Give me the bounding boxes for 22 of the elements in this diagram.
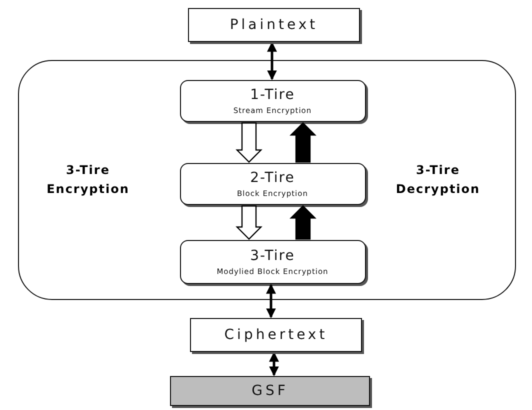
side-label: 3-Tire Encryption xyxy=(46,162,130,198)
node-title: 2-Tire xyxy=(250,170,295,186)
tier-box xyxy=(180,162,366,204)
tier-box xyxy=(180,240,366,284)
double-arrow xyxy=(269,352,279,376)
block-arrow xyxy=(290,205,316,240)
storage-bar xyxy=(170,376,370,406)
block-arrow xyxy=(290,122,316,163)
block-arrow xyxy=(236,205,262,240)
data-box xyxy=(188,8,360,42)
node-title: Plaintext xyxy=(230,17,318,33)
node-title: GSF xyxy=(252,383,288,399)
double-arrow xyxy=(267,42,277,80)
double-arrow xyxy=(266,284,276,318)
block-arrow xyxy=(236,122,262,163)
tier-box xyxy=(180,80,366,122)
data-box xyxy=(190,318,362,352)
layer-container xyxy=(18,60,516,300)
side-label: 3-Tire Decryption xyxy=(394,162,482,198)
node-title: 3-Tire xyxy=(250,248,295,264)
node-title: 1-Tire xyxy=(250,86,295,102)
node-title: Ciphertext xyxy=(224,327,328,343)
